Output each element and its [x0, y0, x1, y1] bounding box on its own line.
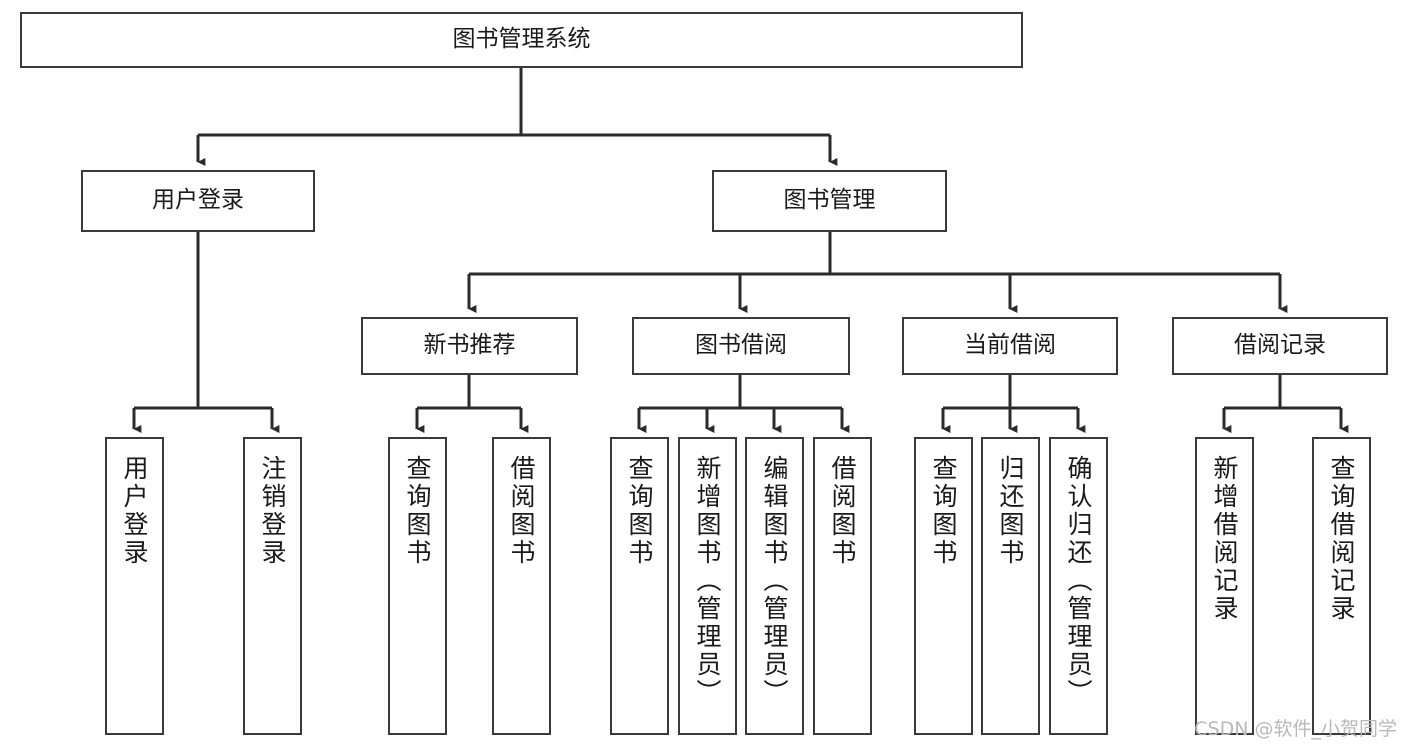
node-leaf-query-book-current[interactable]: 查询图书 [914, 437, 973, 735]
node-label: 查询图书 [403, 455, 432, 567]
node-leaf-return-book[interactable]: 归还图书 [981, 437, 1040, 735]
node-label: 借阅记录 [1234, 332, 1326, 359]
node-label: 确认归还（管理员） [1064, 455, 1093, 707]
node-label: 图书管理 [783, 187, 876, 214]
node-label: 编辑图书（管理员） [760, 455, 789, 707]
watermark-text: CSDN @软件_小贺同学 [1194, 718, 1397, 740]
node-label: 新增借阅记录 [1210, 455, 1239, 623]
node-new-book-recommend[interactable]: 新书推荐 [361, 317, 578, 375]
node-label: 用户登录 [120, 455, 149, 567]
node-label: 归还图书 [996, 455, 1025, 567]
node-leaf-borrow-book[interactable]: 借阅图书 [813, 437, 872, 735]
node-label: 新书推荐 [423, 332, 516, 359]
node-book-management[interactable]: 图书管理 [712, 170, 947, 232]
node-leaf-borrow-book-recommend[interactable]: 借阅图书 [492, 437, 551, 735]
node-label: 查询图书 [929, 455, 958, 567]
node-label: 借阅图书 [828, 455, 857, 567]
node-leaf-query-book-borrow[interactable]: 查询图书 [610, 437, 669, 735]
node-leaf-confirm-return-admin[interactable]: 确认归还（管理员） [1049, 437, 1108, 735]
node-leaf-user-login[interactable]: 用户登录 [105, 437, 164, 735]
node-leaf-add-borrow-record[interactable]: 新增借阅记录 [1195, 437, 1254, 735]
node-leaf-query-borrow-record[interactable]: 查询借阅记录 [1312, 437, 1371, 735]
node-leaf-edit-book-admin[interactable]: 编辑图书（管理员） [745, 437, 804, 735]
node-label: 图书管理系统 [452, 26, 591, 53]
node-root-book-management-system[interactable]: 图书管理系统 [20, 12, 1023, 68]
node-label: 用户登录 [152, 187, 244, 214]
node-current-borrow[interactable]: 当前借阅 [902, 317, 1118, 375]
node-book-borrow[interactable]: 图书借阅 [632, 317, 850, 375]
node-label: 图书借阅 [695, 332, 787, 359]
node-label: 查询借阅记录 [1327, 455, 1356, 623]
node-leaf-logout[interactable]: 注销登录 [243, 437, 302, 735]
node-leaf-add-book-admin[interactable]: 新增图书（管理员） [678, 437, 737, 735]
node-label: 当前借阅 [964, 332, 1056, 359]
node-leaf-query-book-recommend[interactable]: 查询图书 [388, 437, 447, 735]
node-borrow-record[interactable]: 借阅记录 [1172, 317, 1388, 375]
node-label: 新增图书（管理员） [693, 455, 722, 707]
node-label: 注销登录 [258, 455, 287, 567]
node-label: 借阅图书 [507, 455, 536, 567]
node-user-login[interactable]: 用户登录 [81, 170, 315, 232]
node-label: 查询图书 [625, 455, 654, 567]
